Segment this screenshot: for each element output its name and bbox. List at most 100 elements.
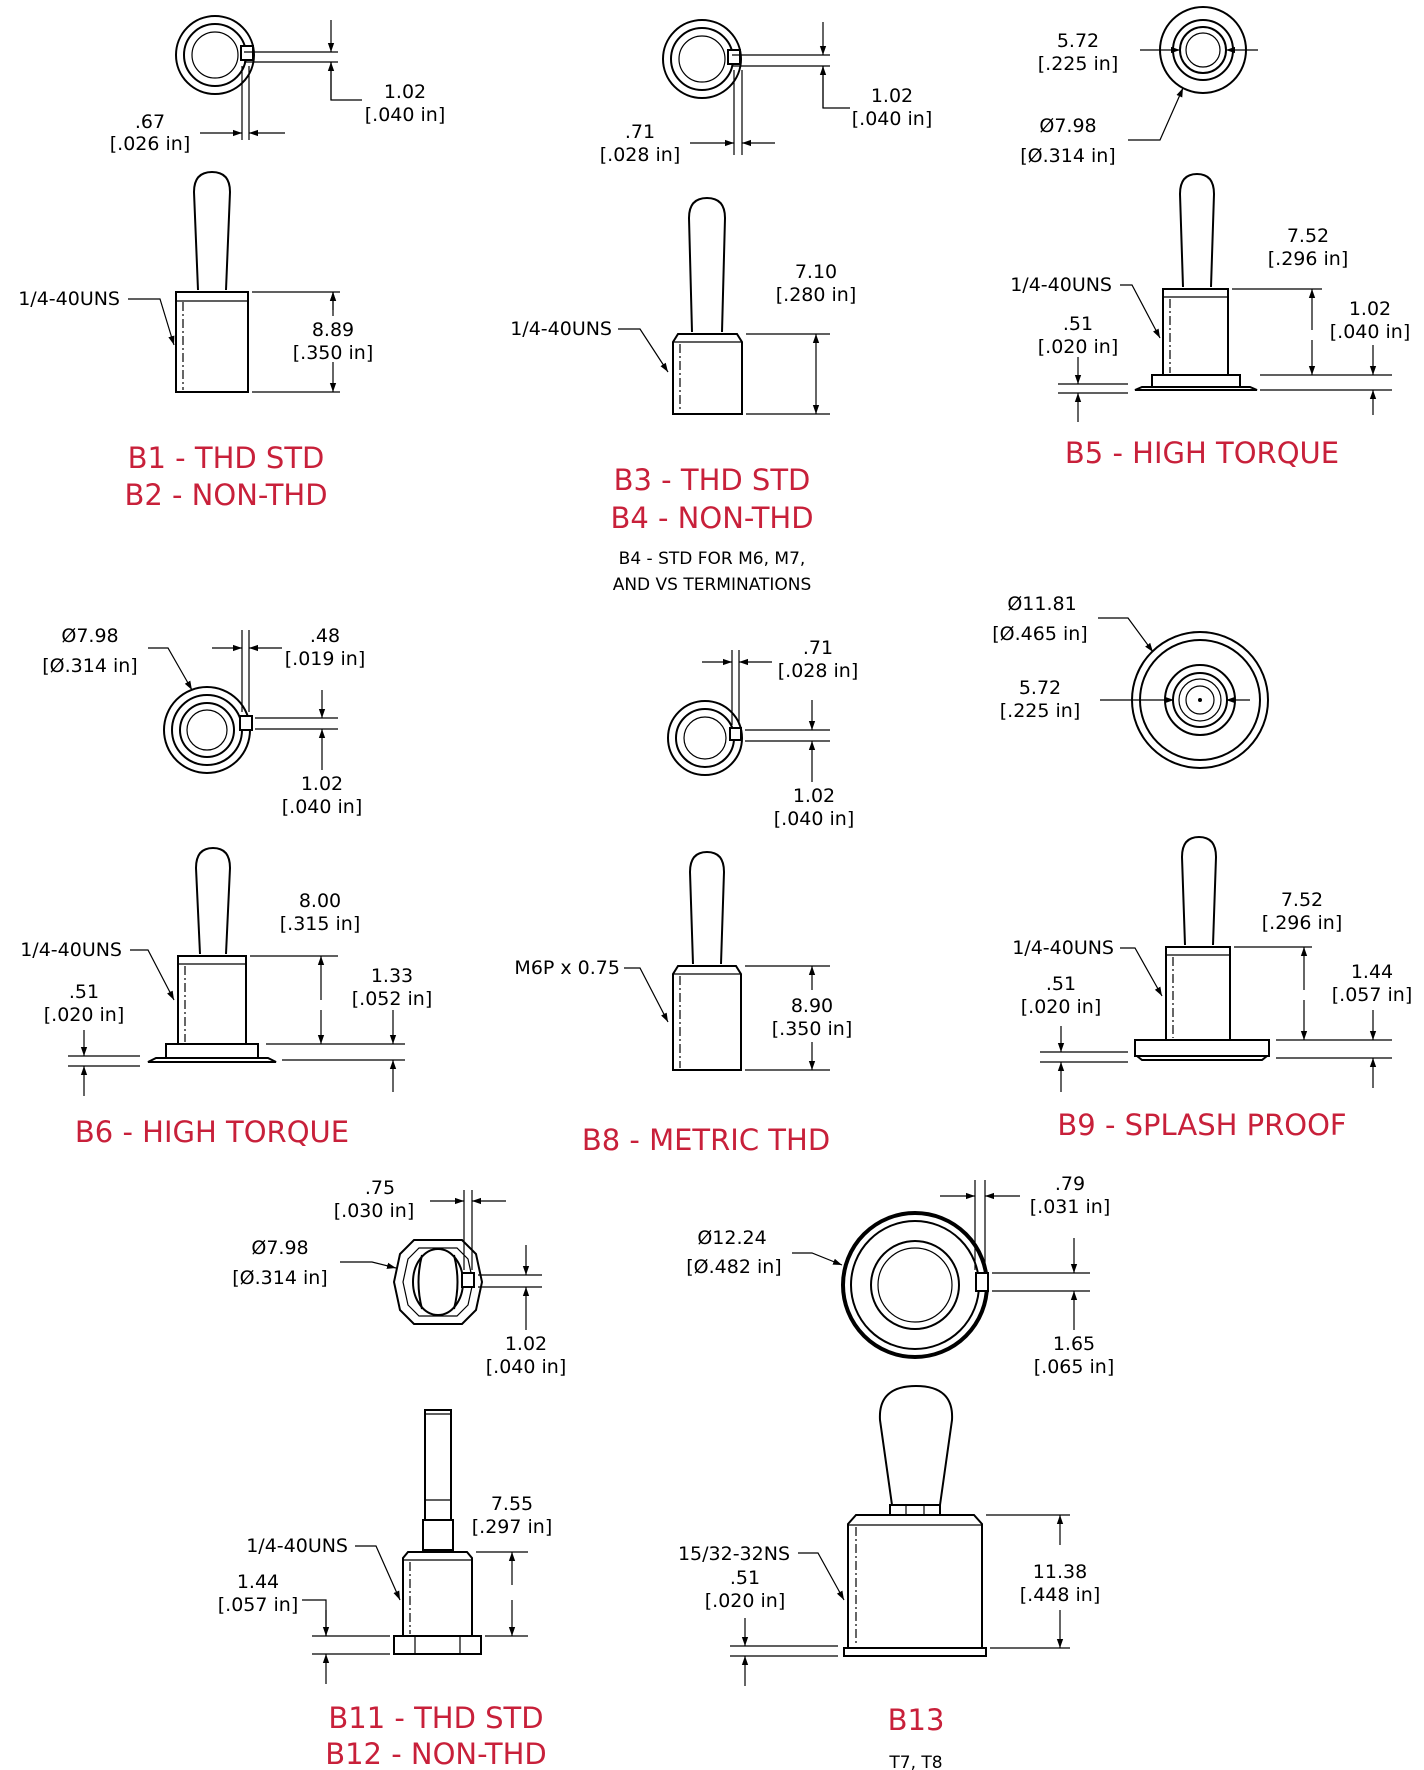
b11-flange-in: [.057 in] [218,1594,299,1616]
b13-len-in: [.448 in] [1020,1584,1101,1606]
b3-gap-mm: .71 [625,121,655,143]
b9-washer-mm: .51 [1046,973,1076,995]
b6-flange-mm: 1.33 [371,965,413,987]
b6-key-in: [.040 in] [282,796,363,818]
b9-len-in: [.296 in] [1262,912,1343,934]
b3-len-mm: 7.10 [795,261,837,283]
b6-gap-in: [.019 in] [285,648,366,670]
b13-dia-mm: Ø12.24 [697,1227,766,1249]
b3-key-mm: 1.02 [871,85,913,107]
b6-flange-in: [.052 in] [352,988,433,1010]
b5-flange-mm: 1.02 [1349,298,1391,320]
b8-group: .71 [.028 in] 1.02 [.040 in] M6P x 0.75 … [514,637,858,1157]
b4-note-line2: AND VS TERMINATIONS [613,575,812,595]
b9-len-mm: 7.52 [1281,889,1323,911]
b13-group: Ø12.24 [Ø.482 in] .79 [.031 in] 1.65 [.0… [678,1173,1114,1770]
b9-group: Ø11.81 [Ø.465 in] 5.72 [.225 in] 1/4-40U [992,593,1412,1142]
b5-dia-mm: Ø7.98 [1039,115,1096,137]
b8-len-mm: 8.90 [791,995,833,1017]
b6-title: B6 - HIGH TORQUE [75,1115,349,1149]
b5-flange-in: [.040 in] [1330,321,1411,343]
b5-group: 5.72 [.225 in] Ø7.98 [Ø.314 in] 1/4-40UN [1010,6,1411,470]
b9-thread: 1/4-40UNS [1012,937,1114,959]
b8-thread: M6P x 0.75 [514,957,620,979]
b9-side-view: 1/4-40UNS 7.52 [.296 in] 1.44 [.057 in] … [1012,835,1413,1092]
b5-top-view: 5.72 [.225 in] Ø7.98 [Ø.314 in] [1020,6,1258,167]
b8-len-in: [.350 in] [772,1018,853,1040]
b3-key-in: [.040 in] [852,108,933,130]
b5-washer-in: [.020 in] [1038,336,1119,358]
b1-len-mm: 8.89 [312,319,354,341]
b6-gap-mm: .48 [310,625,340,647]
b5-dia-in: [Ø.314 in] [1020,145,1115,167]
b5-len-mm: 7.52 [1287,225,1329,247]
b11-top-view: .75 [.030 in] Ø7.98 [Ø.314 in] 1.02 [.04… [232,1177,566,1378]
b6-top-view: Ø7.98 [Ø.314 in] .48 [.019 in] 1.02 [.04… [42,625,365,818]
b6-side-view: 1/4-40UNS 8.00 [.315 in] 1.33 [.052 in] … [20,846,433,1096]
b3-group: 1.02 [.040 in] .71 [.028 in] 1/4-40UNS 7… [510,19,933,595]
b13-title: B13 [888,1703,945,1737]
b11-side-view: 1/4-40UNS 7.55 [.297 in] 1.44 [.057 in] [218,1409,553,1684]
b5-inner-in: [.225 in] [1038,53,1119,75]
b11-len-mm: 7.55 [491,1493,533,1515]
b5-title: B5 - HIGH TORQUE [1065,436,1339,470]
b3-top-view: 1.02 [.040 in] .71 [.028 in] [600,19,933,166]
b11-flange-mm: 1.44 [237,1571,279,1593]
b11-key-in: [.040 in] [486,1356,567,1378]
b11-title: B11 - THD STD [328,1701,543,1735]
b9-flange-in: [.057 in] [1332,984,1413,1006]
b13-key-mm: 1.65 [1053,1333,1095,1355]
b11-gap-mm: .75 [365,1177,395,1199]
b9-inner-mm: 5.72 [1019,677,1061,699]
b13-dia-in: [Ø.482 in] [686,1256,781,1278]
b6-len-mm: 8.00 [299,890,341,912]
b12-title: B12 - NON-THD [325,1737,547,1770]
b1-top-view: 1.02 [.040 in] .67 [.026 in] [110,15,446,155]
b1-gap-in: [.026 in] [110,133,191,155]
b13-len-mm: 11.38 [1033,1561,1087,1583]
b8-gap-mm: .71 [803,637,833,659]
b2-title: B2 - NON-THD [124,478,327,512]
b5-side-view: 1/4-40UNS 7.52 [.296 in] 1.02 [.040 in] … [1010,172,1411,422]
b13-side-view: 15/32-32NS 11.38 [.448 in] .51 [.020 in] [678,1384,1101,1686]
b3-side-view: 1/4-40UNS 7.10 [.280 in] [510,196,857,415]
b9-dia-in: [Ø.465 in] [992,623,1087,645]
b6-group: Ø7.98 [Ø.314 in] .48 [.019 in] 1.02 [.04… [20,625,432,1149]
b4-title: B4 - NON-THD [610,501,813,535]
b13-top-view: Ø12.24 [Ø.482 in] .79 [.031 in] 1.65 [.0… [686,1173,1114,1378]
b1-title: B1 - THD STD [128,441,325,475]
b1-gap-mm: .67 [135,111,165,133]
b1-len-in: [.350 in] [293,342,374,364]
b5-len-in: [.296 in] [1268,248,1349,270]
b9-top-view: Ø11.81 [Ø.465 in] 5.72 [.225 in] [992,593,1269,769]
b13-key-in: [.065 in] [1034,1356,1115,1378]
b5-thread: 1/4-40UNS [1010,274,1112,296]
b3-thread: 1/4-40UNS [510,318,612,340]
b6-key-mm: 1.02 [301,773,343,795]
b6-dia-mm: Ø7.98 [61,625,118,647]
b6-thread: 1/4-40UNS [20,939,122,961]
b8-side-view: M6P x 0.75 8.90 [.350 in] [514,850,853,1071]
b1-side-view: 1/4-40UNS 8.89 [.350 in] [18,170,374,393]
b8-title: B8 - METRIC THD [582,1123,830,1157]
b9-dia-mm: Ø11.81 [1007,593,1076,615]
b11-thread: 1/4-40UNS [246,1535,348,1557]
b3-len-in: [.280 in] [776,284,857,306]
b9-washer-in: [.020 in] [1021,996,1102,1018]
b11-len-in: [.297 in] [472,1516,553,1538]
b11-gap-in: [.030 in] [334,1200,415,1222]
b11-dia-in: [Ø.314 in] [232,1267,327,1289]
b9-flange-mm: 1.44 [1351,961,1393,983]
b6-dia-in: [Ø.314 in] [42,655,137,677]
b8-gap-in: [.028 in] [778,660,859,682]
b1-key-in: [.040 in] [365,104,446,126]
b6-washer-mm: .51 [69,981,99,1003]
b1-thread: 1/4-40UNS [18,288,120,310]
b6-len-in: [.315 in] [280,913,361,935]
b9-title: B9 - SPLASH PROOF [1057,1108,1346,1142]
b1-key-mm: 1.02 [384,81,426,103]
b8-key-in: [.040 in] [774,808,855,830]
b5-inner-mm: 5.72 [1057,30,1099,52]
b8-key-mm: 1.02 [793,785,835,807]
